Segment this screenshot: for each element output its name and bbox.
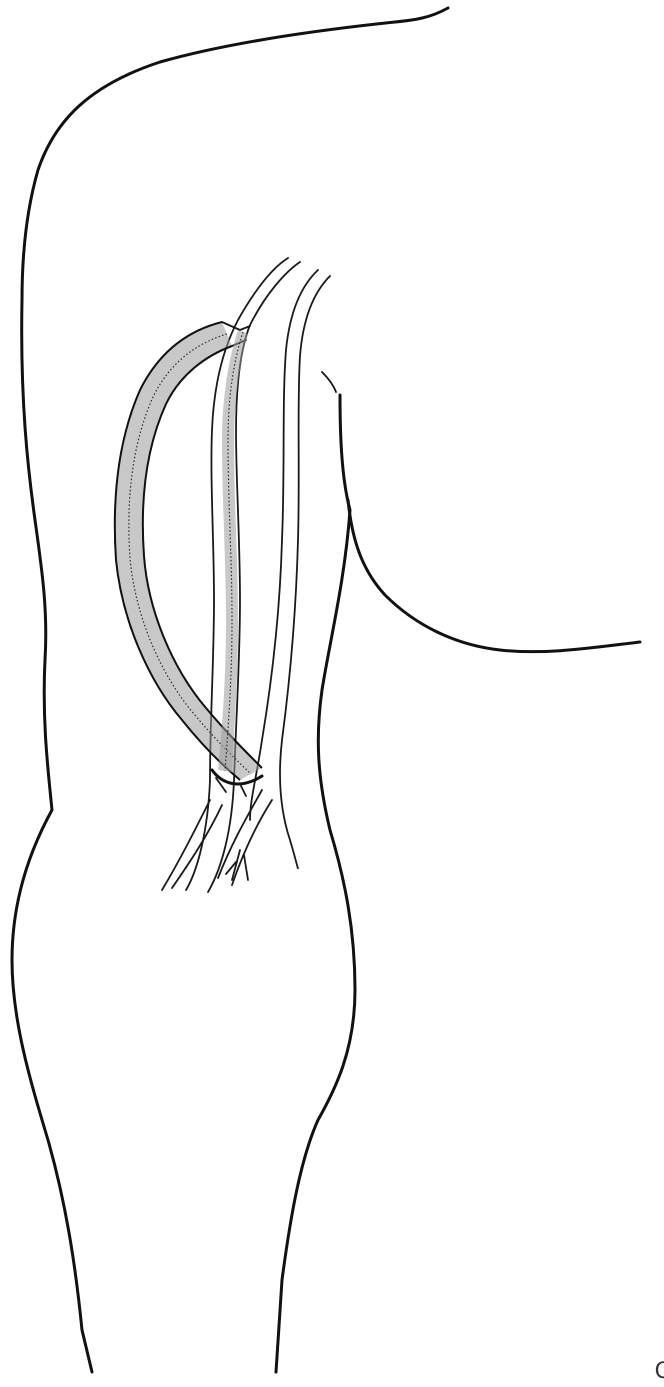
graft-artery-segment-fill [218,330,248,772]
vessel-vein-right-wall [280,276,330,868]
arm-outer-contour [12,300,92,1372]
branch-middle-2 [232,800,272,885]
axilla-fold-tick [322,372,336,392]
branch-stub-a [226,850,248,880]
chest-wall-contour [348,500,640,652]
figure-panel-letter: C [655,1361,664,1383]
arm-inner-contour [276,395,355,1372]
shoulder-outline [22,8,448,300]
branch-left-2 [172,805,222,888]
vessel-vein-left-wall [250,270,318,820]
anastomosis-bottom-stitch [216,778,246,796]
